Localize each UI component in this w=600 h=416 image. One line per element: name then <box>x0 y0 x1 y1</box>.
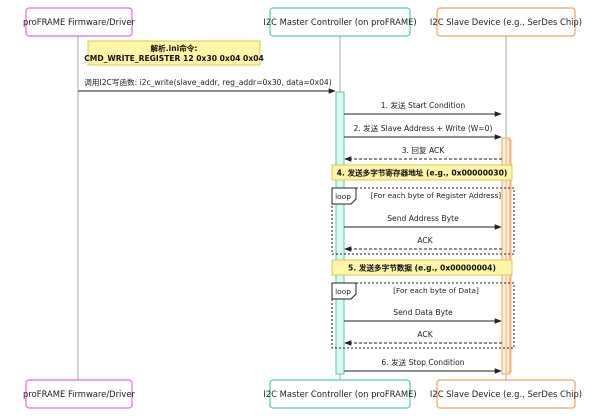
loop-register-address: loop [For each byte of Register Address] <box>331 187 515 255</box>
svg-text:proFRAME Firmware/Driver: proFRAME Firmware/Driver <box>23 17 135 27</box>
msg-ack1-label: ACK <box>417 236 433 245</box>
svg-text:proFRAME Firmware/Driver: proFRAME Firmware/Driver <box>23 389 135 399</box>
msg-ack2-label: ACK <box>417 330 433 339</box>
msg-slave-addr-label: 2. 发送 Slave Address + Write (W=0) <box>354 123 493 133</box>
loop-tag-1: loop <box>335 192 351 201</box>
note-parse-ini: 解析.ini命令: CMD_WRITE_REGISTER 12 0x30 0x0… <box>84 40 264 66</box>
loop-cond-1: [For each byte of Register Address] <box>371 191 501 200</box>
msg-send-data-byte-label: Send Data Byte <box>393 308 453 317</box>
svg-text:解析.ini命令:: 解析.ini命令: <box>151 43 198 53</box>
msg-call-write-label: 调用I2C写函数: i2c_write(slave_addr, reg_addr… <box>84 77 332 87</box>
msg-send-addr-byte-label: Send Address Byte <box>387 214 459 223</box>
msg-ack-reply-label: 3. 回复 ACK <box>402 145 446 155</box>
actor-firmware-top: proFRAME Firmware/Driver <box>23 7 135 37</box>
loop-data: loop [For each byte of Data] <box>331 282 515 349</box>
actor-master-top: I2C Master Controller (on proFRAME) <box>263 7 417 37</box>
svg-text:5. 发送多字节数据 (e.g., 0x00000004): 5. 发送多字节数据 (e.g., 0x00000004) <box>348 263 496 273</box>
svg-text:4. 发送多字节寄存器地址 (e.g., 0x0000003: 4. 发送多字节寄存器地址 (e.g., 0x00000030) <box>337 168 508 178</box>
svg-text:I2C Slave Device (e.g., SerDes: I2C Slave Device (e.g., SerDes Chip) <box>430 389 582 399</box>
svg-text:I2C Master Controller (on proF: I2C Master Controller (on proFRAME) <box>263 389 416 399</box>
actor-firmware-bottom: proFRAME Firmware/Driver <box>23 379 135 409</box>
note-send-addr: 4. 发送多字节寄存器地址 (e.g., 0x00000030) <box>331 164 513 181</box>
msg-stop-label: 6. 发送 Stop Condition <box>381 357 464 367</box>
loop-cond-2: [For each byte of Data] <box>393 286 479 295</box>
actor-slave-bottom: I2C Slave Device (e.g., SerDes Chip) <box>430 379 582 409</box>
activation-slave-inner <box>505 139 512 373</box>
svg-text:I2C Master Controller (on proF: I2C Master Controller (on proFRAME) <box>263 17 416 27</box>
msg-start-label: 1. 发送 Start Condition <box>381 100 466 110</box>
note-send-data: 5. 发送多字节数据 (e.g., 0x00000004) <box>331 259 513 276</box>
loop-tag-2: loop <box>335 287 351 296</box>
svg-text:I2C Slave Device (e.g., SerDes: I2C Slave Device (e.g., SerDes Chip) <box>430 17 582 27</box>
svg-text:CMD_WRITE_REGISTER 12 0x30 0x0: CMD_WRITE_REGISTER 12 0x30 0x04 0x04 <box>84 54 264 63</box>
actor-master-bottom: I2C Master Controller (on proFRAME) <box>263 379 417 409</box>
activation-master <box>335 91 345 375</box>
actor-slave-top: I2C Slave Device (e.g., SerDes Chip) <box>430 7 582 37</box>
